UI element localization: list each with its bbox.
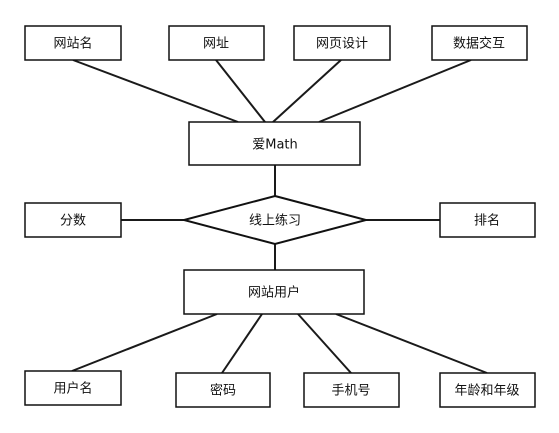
attr-site-name: 网站名 (24, 25, 122, 61)
attr-rank: 排名 (439, 202, 536, 238)
relation-online-practice: 线上练习 (180, 194, 370, 246)
relation-online-practice-label: 线上练习 (249, 214, 301, 229)
edge-user-username (71, 313, 218, 372)
entity-user-label: 网站用户 (248, 285, 300, 301)
connector-lines (71, 59, 488, 374)
attr-phone: 手机号 (303, 372, 400, 408)
edge-site-url (215, 59, 266, 123)
attr-site-url-label: 网址 (203, 37, 229, 52)
attr-site-interaction-label: 数据交互 (453, 36, 505, 52)
attr-age-grade: 年龄和年级 (439, 372, 536, 408)
edge-site-design (272, 59, 342, 123)
attr-phone-label: 手机号 (331, 384, 370, 399)
attr-score-label: 分数 (60, 214, 86, 229)
attr-password-label: 密码 (210, 383, 236, 399)
attr-username-label: 用户名 (53, 381, 92, 397)
entity-user: 网站用户 (183, 269, 365, 315)
edge-user-password (221, 313, 263, 374)
attr-rank-label: 排名 (474, 213, 500, 229)
attr-site-name-label: 网站名 (53, 36, 92, 52)
attr-site-design: 网页设计 (293, 25, 391, 61)
entity-site-label: 爱Math (252, 138, 298, 153)
attr-site-url: 网址 (168, 25, 265, 61)
edge-site-name (72, 59, 239, 123)
entity-site: 爱Math (188, 121, 361, 166)
attr-site-design-label: 网页设计 (316, 37, 368, 52)
attr-username: 用户名 (24, 370, 122, 406)
attr-password: 密码 (175, 372, 271, 408)
edge-user-age-grade (335, 313, 488, 374)
attr-score: 分数 (24, 202, 122, 238)
attr-age-grade-label: 年龄和年级 (454, 384, 519, 399)
attr-site-interaction: 数据交互 (431, 25, 528, 61)
edge-site-interaction (318, 59, 472, 123)
edge-user-phone (297, 313, 352, 374)
